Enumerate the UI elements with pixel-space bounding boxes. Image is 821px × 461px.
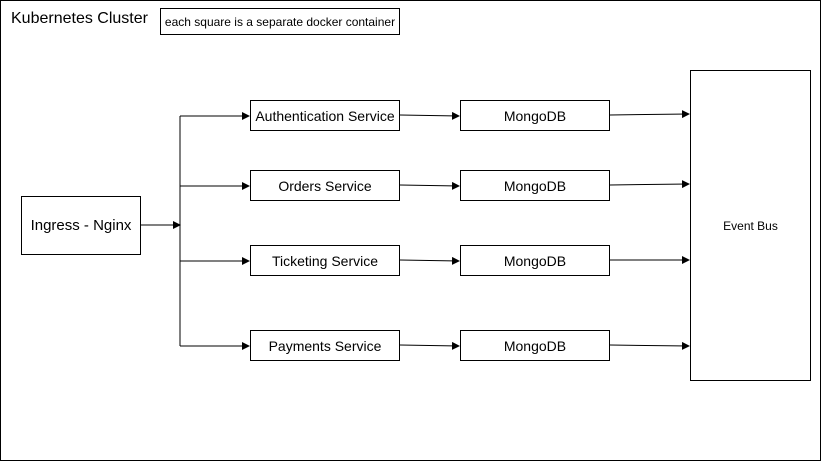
payments-mongodb-box: MongoDB — [460, 330, 610, 361]
cluster-title: Kubernetes Cluster — [11, 10, 148, 27]
ticketing-service-box: Ticketing Service — [250, 245, 400, 276]
legend-note: each square is a separate docker contain… — [160, 8, 400, 35]
auth-to-db-arrow — [399, 111, 460, 120]
orders-mongodb-box: MongoDB — [460, 170, 610, 201]
orders-service-box: Orders Service — [250, 170, 400, 201]
authentication-service-box: Authentication Service — [250, 100, 400, 131]
payments-service-box: Payments Service — [250, 330, 400, 361]
event-bus-box: Event Bus — [690, 70, 811, 381]
payments-db-to-bus-arrow — [609, 341, 690, 350]
payments-to-db-arrow — [399, 341, 460, 350]
auth-mongodb-box: MongoDB — [460, 100, 610, 131]
ticketing-to-db-arrow — [399, 256, 460, 265]
orders-db-to-bus-arrow — [609, 180, 690, 189]
ticketing-mongodb-box: MongoDB — [460, 245, 610, 276]
auth-db-to-bus-arrow — [609, 110, 690, 119]
orders-to-db-arrow — [399, 181, 460, 190]
ingress-nginx-box: Ingress - Nginx — [21, 196, 141, 255]
